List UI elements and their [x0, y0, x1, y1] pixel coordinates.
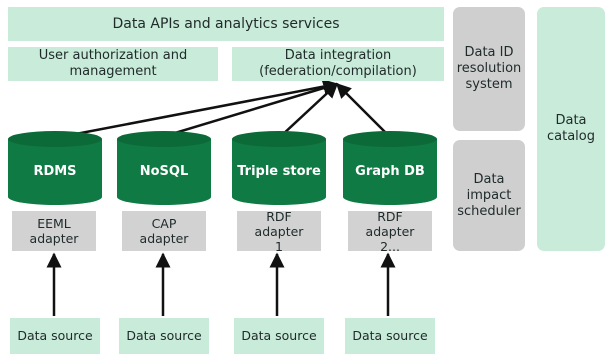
db-label-triple-store: Triple store	[237, 164, 321, 179]
analytics-services-bar: Data APIs and analytics services	[8, 7, 444, 41]
db-label-rdms: RDMS	[33, 164, 77, 179]
adapter-cap: CAP adapter	[122, 211, 206, 251]
db-label-graph-db: Graph DB	[355, 164, 425, 179]
data-id-resolution-box: Data ID resolution system	[453, 7, 525, 131]
arrow-rdms-to-integration	[59, 79, 339, 139]
cylinder-triple-store	[232, 131, 326, 205]
arrow-graphdb-to-integration	[335, 82, 391, 138]
adapter-eeml: EEML adapter	[12, 211, 96, 251]
db-label-nosql: NoSQL	[139, 164, 189, 179]
adapter-rdf-2: RDF adapter 2...	[348, 209, 432, 254]
cylinder-graph-db	[343, 131, 437, 205]
data-catalog-box: Data catalog	[537, 7, 605, 251]
adapter-rdf-1: RDF adapter 1	[237, 209, 321, 254]
data-impact-scheduler-box: Data impact scheduler	[453, 140, 525, 251]
cylinder-nosql	[117, 131, 211, 205]
arrow-nosql-to-integration	[164, 80, 339, 138]
arrow-triplestore-to-integration	[280, 82, 339, 137]
data-source-2: Data source	[119, 318, 209, 354]
cylinder-rdms	[8, 131, 102, 205]
data-source-1: Data source	[10, 318, 100, 354]
data-source-4: Data source	[345, 318, 435, 354]
data-source-3: Data source	[234, 318, 324, 354]
data-integration-box: Data integration (federation/compilation…	[232, 47, 444, 81]
user-authorization-box: User authorization and management	[8, 47, 218, 81]
